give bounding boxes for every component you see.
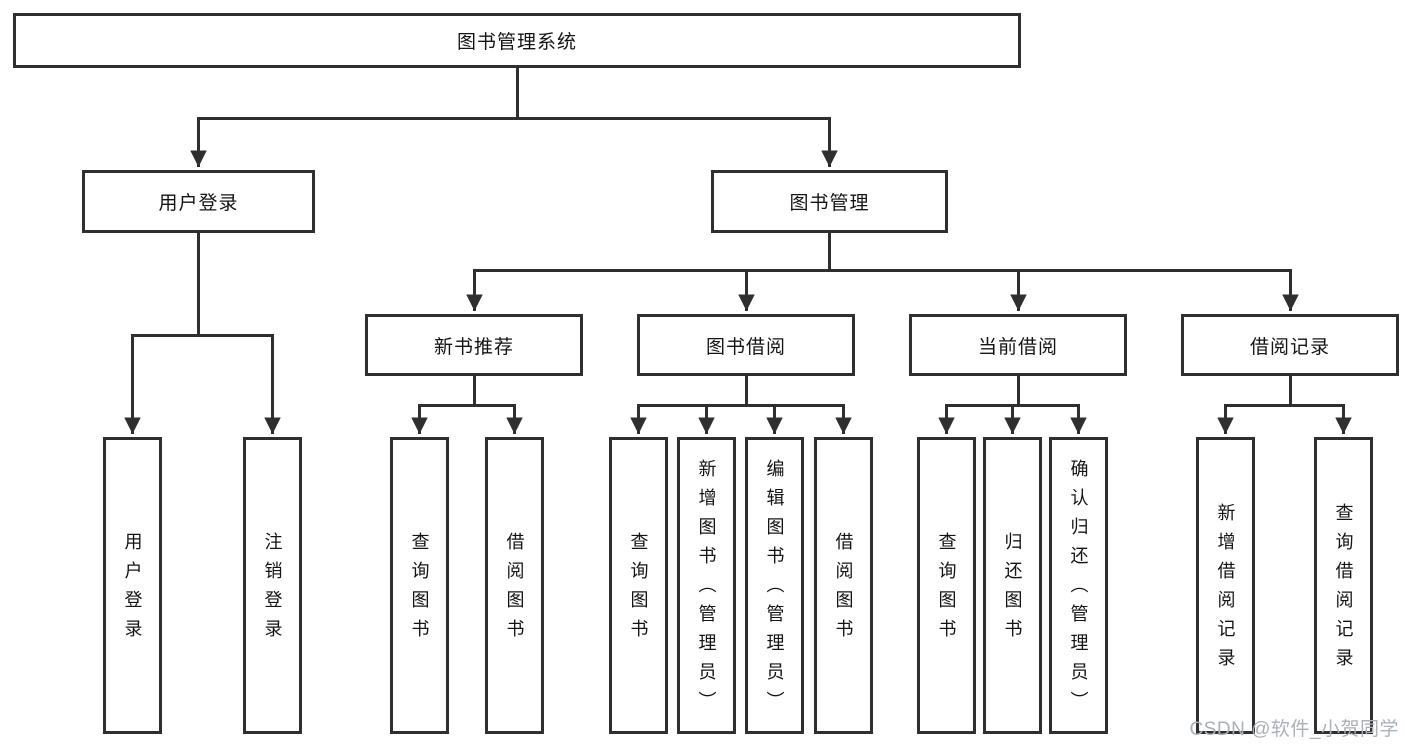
node-user-login: 用户登录 — [82, 170, 315, 233]
leaf-confirm-return-admin: 确认归还（管理员） — [1049, 437, 1108, 734]
leaf-add-book-admin: 新增图书（管理员） — [677, 437, 736, 734]
leaf-query-books-3: 查询图书 — [917, 437, 976, 734]
leaf-borrow-books-1: 借阅图书 — [485, 437, 544, 734]
leaf-query-books-1: 查询图书 — [390, 437, 449, 734]
node-book-management: 图书管理 — [711, 170, 948, 233]
leaf-query-borrow-record: 查询借阅记录 — [1314, 437, 1373, 734]
leaf-borrow-books-2: 借阅图书 — [814, 437, 873, 734]
leaf-user-login: 用户登录 — [103, 437, 162, 734]
node-library-system: 图书管理系统 — [13, 13, 1021, 68]
leaf-return-books: 归还图书 — [983, 437, 1042, 734]
leaf-query-books-2: 查询图书 — [609, 437, 668, 734]
leaf-add-borrow-record: 新增借阅记录 — [1196, 437, 1255, 734]
node-new-book-recommend: 新书推荐 — [365, 314, 583, 376]
node-borrowing-records: 借阅记录 — [1181, 314, 1399, 376]
node-book-borrowing: 图书借阅 — [637, 314, 855, 376]
leaf-logout: 注销登录 — [243, 437, 302, 734]
csdn-watermark: CSDN @软件_小贺同学 — [1189, 719, 1399, 740]
node-current-borrowing: 当前借阅 — [909, 314, 1127, 376]
leaf-edit-book-admin: 编辑图书（管理员） — [745, 437, 804, 734]
